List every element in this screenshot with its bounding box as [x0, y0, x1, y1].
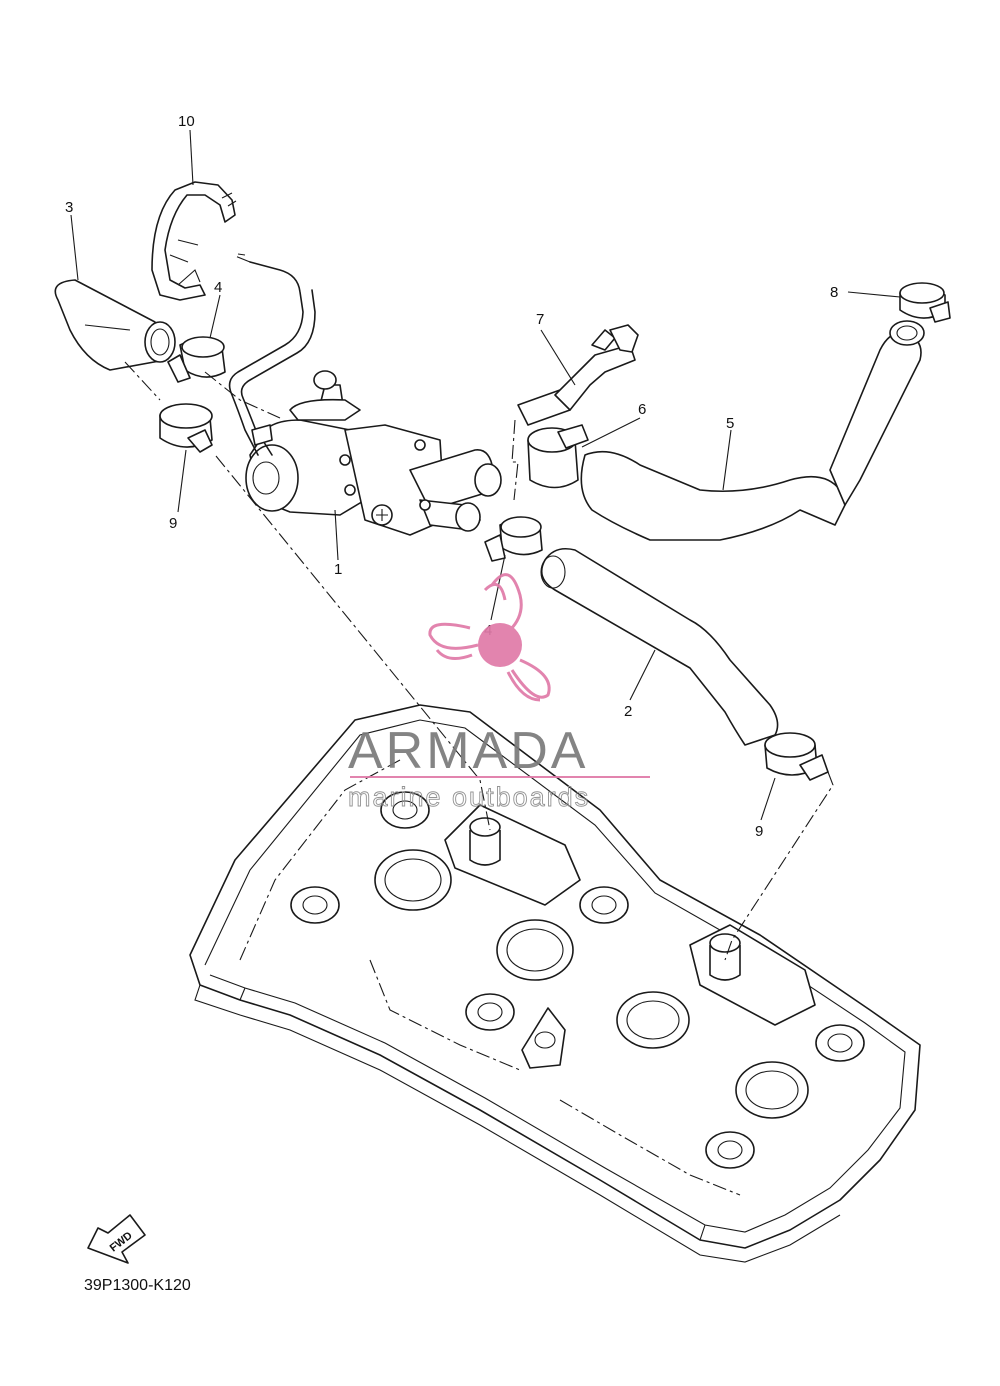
air-cut-valve [228, 255, 502, 536]
callout-10: 10 [178, 113, 195, 130]
reed-valve-housing-front [444, 804, 581, 906]
callout-9-left: 9 [169, 515, 177, 532]
callout-2: 2 [624, 703, 632, 720]
clamp-6 [527, 424, 589, 489]
callout-4-upper: 4 [214, 279, 222, 296]
part-code: 39P1300-K120 [84, 1277, 191, 1294]
clamp-9-left [159, 403, 213, 453]
callout-leaders [70, 129, 901, 821]
hose-3 [54, 279, 176, 371]
clamp-4-lower [484, 516, 543, 562]
callout-7: 7 [536, 311, 544, 328]
callout-1: 1 [334, 561, 342, 578]
hose-2 [540, 547, 779, 746]
callout-6: 6 [638, 401, 646, 418]
fwd-arrow-icon: FWD [87, 1214, 146, 1264]
watermark-rule [350, 776, 650, 778]
watermark-brand: ARMADA [348, 722, 588, 780]
callout-9-right: 9 [755, 823, 763, 840]
callout-3: 3 [65, 199, 73, 216]
bolt-bosses [290, 791, 865, 1169]
clamp-9-right [764, 732, 829, 781]
callout-5: 5 [726, 415, 734, 432]
callout-8: 8 [830, 284, 838, 301]
reed-valve-housing-rear [689, 924, 816, 1026]
clamp-8 [899, 282, 951, 323]
spark-plug-wells [374, 849, 809, 1119]
clip-10 [151, 181, 237, 301]
clamp-4-upper [167, 336, 226, 383]
assembly-lines [124, 253, 834, 961]
watermark-tagline: marine outboards [348, 782, 590, 812]
propeller-logo-icon [428, 573, 551, 702]
bracket-7 [517, 324, 639, 426]
cylinder-head-cover [189, 704, 921, 1263]
watermark: ARMADA marine outboards [348, 573, 650, 812]
hose-5 [580, 320, 925, 541]
